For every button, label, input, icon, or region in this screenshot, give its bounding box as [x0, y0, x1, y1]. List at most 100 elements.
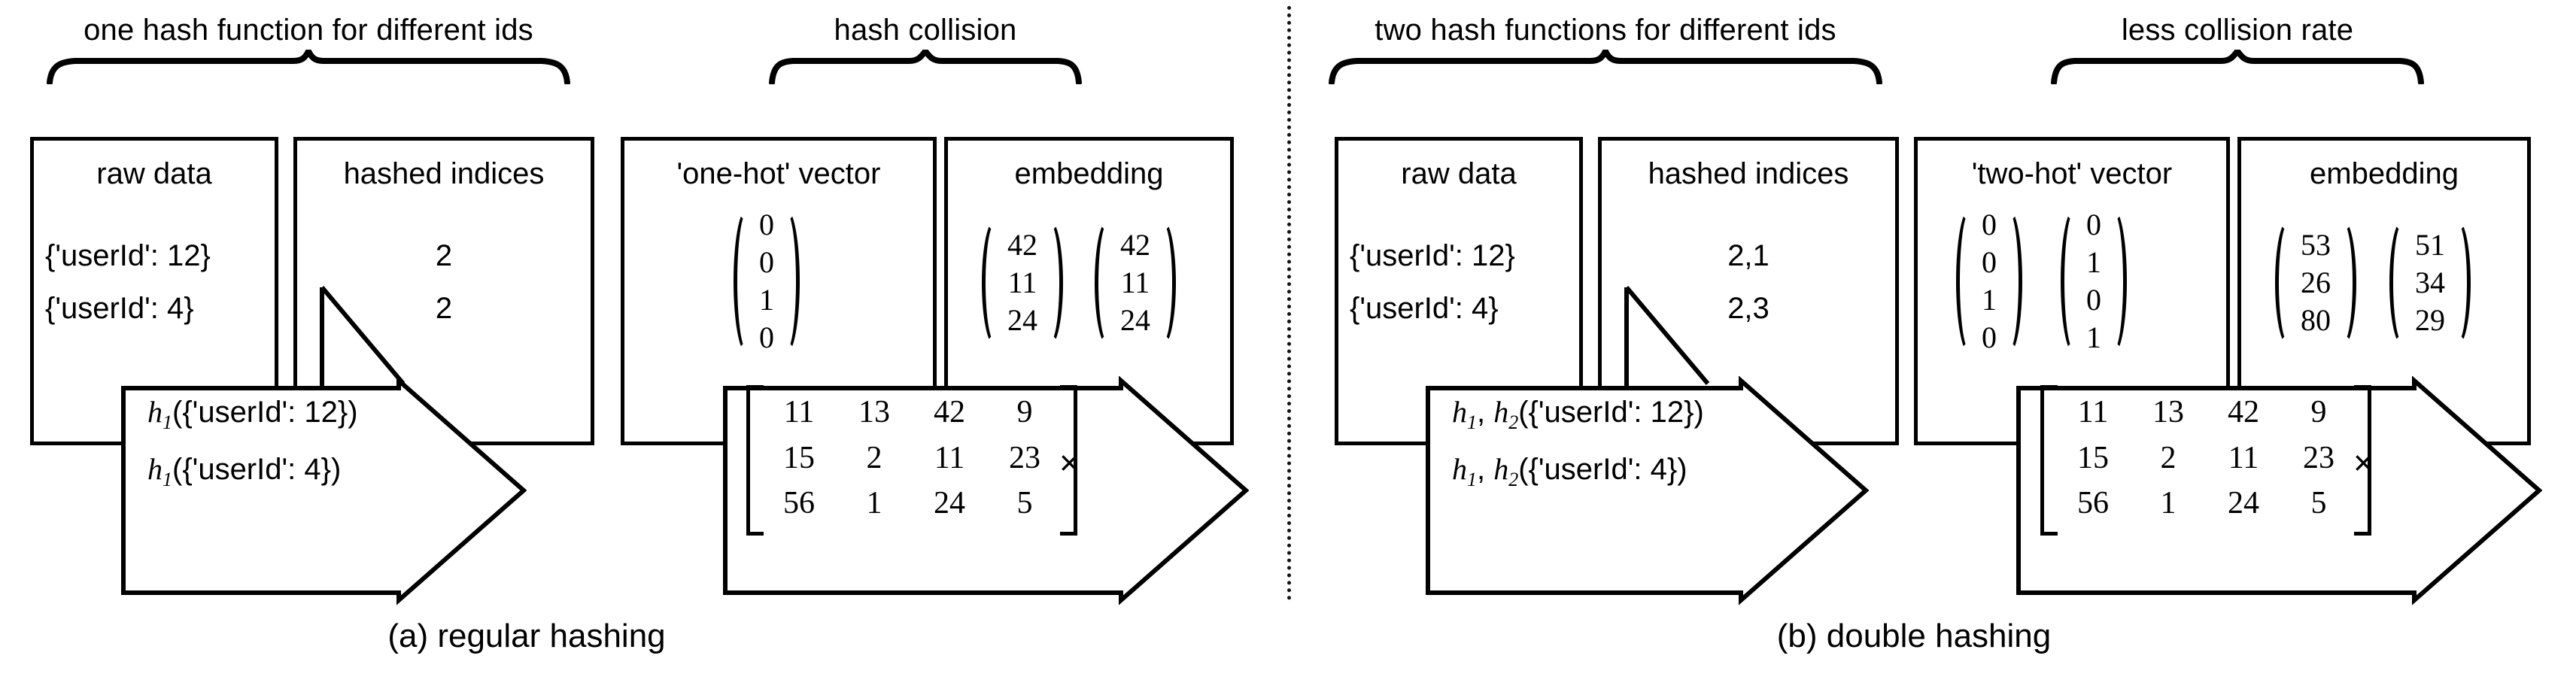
hash-call-arg: ({'userId': 4}) [172, 453, 342, 486]
brace-label-hash-collision: hash collision [834, 14, 1017, 47]
box-title-twohot-vector: 'two-hot' vector [1971, 157, 2173, 190]
matrix-cell: 13 [2152, 395, 2184, 429]
hash-fn-symbol: h [1452, 395, 1467, 429]
hash-fn-subscript: 1 [1467, 411, 1477, 433]
embedding-matrix: 11 13 42 9 15 2 11 23 56 1 24 5 [2040, 385, 2371, 536]
paren-close-icon [1046, 220, 1063, 346]
matrix-cell: 11 [2077, 395, 2109, 429]
raw-data-row: {'userId': 4} [1350, 292, 1499, 325]
matrix-cell: 11 [783, 395, 815, 429]
vector-cell: 1 [2086, 320, 2101, 354]
paren-open-icon [982, 220, 998, 346]
box-title-onehot-vector: 'one-hot' vector [676, 157, 881, 190]
hashed-index-value: 2 [435, 292, 453, 325]
bracket-close-icon [2354, 385, 2371, 536]
vector-cell: 1 [759, 283, 774, 317]
brace-group-less-collision-rate: less collision rate [2049, 14, 2426, 84]
paren-open-icon [734, 209, 750, 354]
brace-group-one-hash-function: one hash function for different ids [45, 14, 572, 84]
paren-close-icon [2340, 220, 2356, 346]
box-title-hashed-indices: hashed indices [343, 157, 545, 190]
bracket-open-icon [2040, 385, 2058, 536]
embedding-vector-cells: 42 11 24 [1111, 220, 1159, 346]
hash-call-label: h1({'userId': 4}) [147, 448, 341, 494]
hash-fn2-symbol: h [1493, 395, 1509, 429]
vector-cell: 1 [2086, 245, 2101, 279]
paren-open-icon [1095, 220, 1111, 346]
vector-cell: 0 [759, 245, 774, 279]
embedding-vector: 42 11 24 [1095, 220, 1176, 346]
matrix-cell: 11 [2228, 440, 2259, 475]
onehot-vector-cells: 0 0 1 0 [750, 208, 783, 354]
paren-open-icon [1956, 209, 1973, 354]
twohot-vector: 0 0 1 0 [1956, 208, 2022, 354]
brace-icon [47, 50, 570, 84]
vector-cell: 0 [759, 320, 774, 354]
bracket-open-icon [746, 385, 764, 536]
panel-double-hashing: two hash functions for different ids les… [1297, 0, 2576, 692]
paren-open-icon [2275, 220, 2292, 346]
matrix-cell: 23 [1009, 440, 1040, 475]
embedding-vector: 42 11 24 [982, 220, 1063, 346]
brace-icon [2051, 50, 2424, 84]
vector-cell: 42 [1120, 228, 1150, 262]
vector-cell: 26 [2301, 266, 2331, 299]
hash-fn-symbol: h [1452, 452, 1467, 486]
hash-call-label: h1({'userId': 12}) [147, 391, 358, 437]
embedding-matrix: 11 13 42 9 15 2 11 23 56 1 24 5 [746, 385, 1077, 536]
embedding-vector: 53 26 80 [2275, 220, 2356, 346]
hashed-index-value: 2,1 [1727, 239, 1769, 272]
matrix-cell: 9 [2310, 395, 2327, 429]
brace-label-one-hash-function: one hash function for different ids [84, 14, 533, 47]
box-title-embedding: embedding [1014, 157, 1164, 190]
vector-cell: 34 [2415, 266, 2445, 299]
paren-close-icon [2110, 209, 2127, 354]
vector-cell: 24 [1007, 303, 1037, 337]
hash-fn-separator: , [1477, 396, 1494, 429]
embedding-matrix-grid: 11 13 42 9 15 2 11 23 56 1 24 5 [2058, 385, 2354, 536]
paren-close-icon [2006, 209, 2022, 354]
box-title-raw-data: raw data [96, 157, 212, 190]
raw-data-row: {'userId': 12} [45, 239, 211, 272]
embedding-arrow [2016, 376, 2542, 606]
paren-open-icon [2389, 220, 2406, 346]
vector-cell: 11 [1120, 266, 1150, 299]
raw-data-row: {'userId': 4} [45, 292, 194, 325]
hash-fn-subscript: 1 [163, 469, 172, 490]
multiply-icon: × [2353, 443, 2374, 482]
hash-fn-symbol: h [147, 395, 163, 429]
hash-fn2-symbol: h [1493, 452, 1509, 486]
vector-cell: 0 [1982, 245, 1997, 279]
paren-close-icon [2454, 220, 2471, 346]
panel-divider [1287, 6, 1291, 600]
matrix-cell: 1 [2160, 486, 2177, 521]
hash-call-arg: ({'userId': 12}) [172, 396, 358, 429]
vector-cell: 24 [1120, 303, 1150, 337]
hashed-index-value: 2 [435, 239, 453, 272]
matrix-cell: 24 [2228, 486, 2259, 521]
matrix-cell: 9 [1016, 395, 1033, 429]
embedding-arrow [723, 376, 1249, 606]
matrix-cell: 23 [2303, 440, 2334, 475]
matrix-cell: 11 [934, 440, 965, 475]
hash-call-arg: ({'userId': 12}) [1518, 396, 1704, 429]
matrix-cell: 2 [2160, 440, 2177, 475]
vector-cell: 1 [1982, 283, 1997, 317]
matrix-cell: 5 [1016, 486, 1033, 521]
hash-fn-subscript: 1 [1467, 469, 1477, 490]
hash-fn-separator: , [1477, 453, 1494, 486]
vector-cell: 0 [1982, 320, 1997, 354]
vector-cell: 0 [2086, 208, 2101, 241]
vector-cell: 0 [2086, 283, 2101, 317]
vector-cell: 53 [2301, 228, 2331, 262]
matrix-cell: 2 [866, 440, 882, 475]
hash-fn-subscript: 1 [163, 411, 172, 433]
brace-group-hash-collision: hash collision [767, 14, 1083, 84]
brace-label-two-hash-functions: two hash functions for different ids [1375, 14, 1836, 47]
brace-group-two-hash-functions: two hash functions for different ids [1327, 14, 1884, 84]
matrix-cell: 24 [934, 486, 965, 521]
brace-icon [769, 50, 1082, 84]
hash-call-arg: ({'userId': 4}) [1518, 453, 1687, 486]
twohot-vector-cells: 0 1 0 1 [2077, 208, 2110, 354]
